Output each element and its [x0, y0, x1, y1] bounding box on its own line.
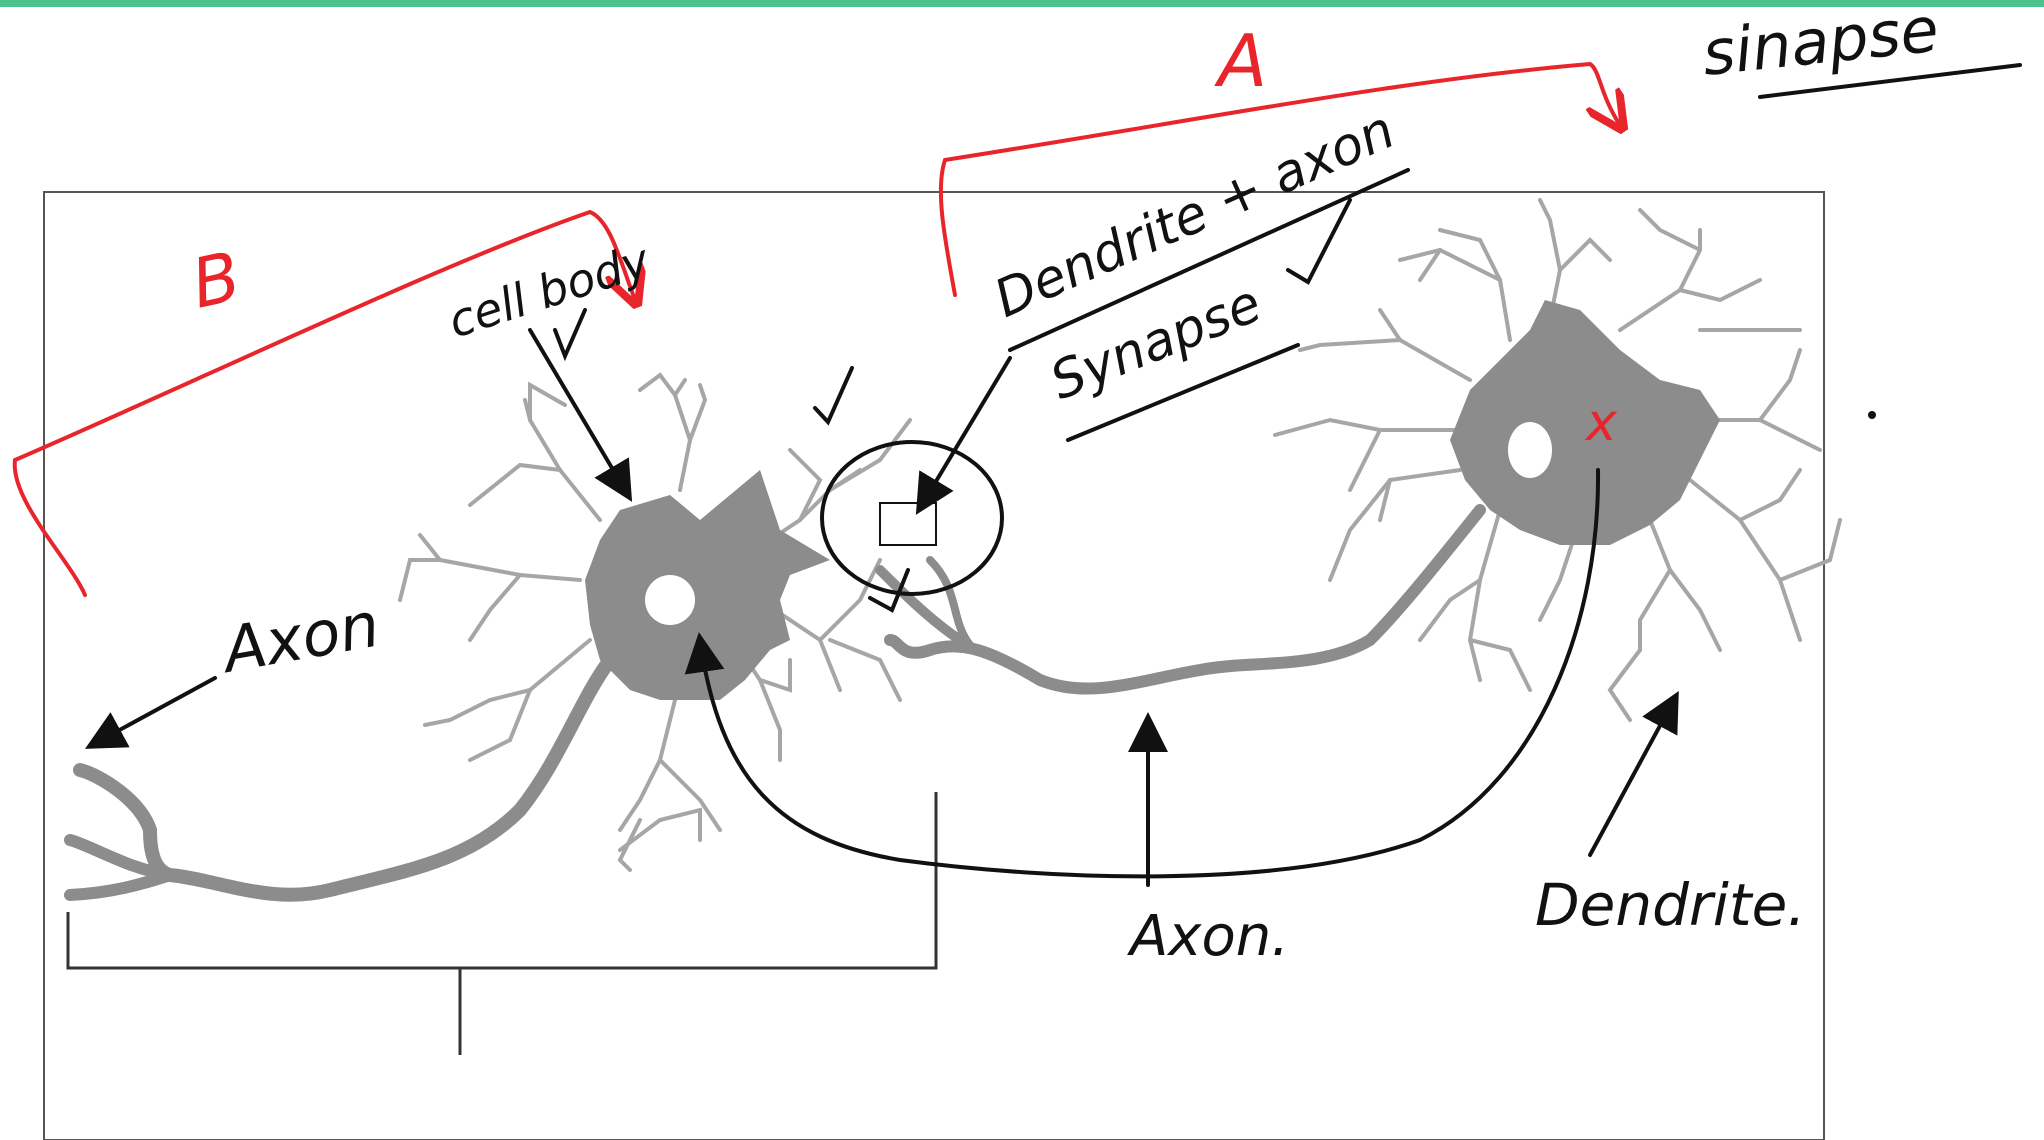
synapse-circle: [820, 440, 1004, 596]
label-b: B: [185, 238, 247, 325]
left-neuron-nucleus: [645, 575, 695, 625]
sinapse-underline: [1758, 63, 2022, 99]
bracket-b: [12, 209, 635, 597]
black-annotations: [84, 63, 2022, 887]
check-mark-2: [868, 568, 910, 613]
dendrite-axon-underline: [1008, 168, 1410, 352]
right-neuron-axon: [884, 504, 1486, 695]
red-annotations: [12, 61, 1620, 597]
left-neuron-axon: [73, 653, 617, 902]
synapse-box: [879, 502, 937, 546]
label-axon-right: Axon.: [1127, 904, 1289, 969]
top-accent-bar: [0, 0, 2044, 7]
check-mark-3: [1286, 198, 1352, 285]
bracket: [66, 792, 938, 1055]
label-a: A: [1214, 19, 1267, 103]
cell-body-check: [553, 308, 587, 362]
dendrite-right-arrow: [1588, 690, 1679, 857]
title-sinapse: sinapse: [1699, 0, 1942, 90]
right-neuron-soma: [1450, 300, 1720, 545]
label-cell-body: cell body: [442, 233, 657, 349]
check-mark-1: [813, 366, 854, 426]
label-mark-x: x: [1584, 393, 1618, 453]
stray-dot: [1868, 411, 1876, 419]
right-neuron-nucleus: [1508, 422, 1552, 478]
left-neuron-soma: [585, 470, 830, 700]
cell-body-arrow: [528, 328, 633, 502]
synapse-underline: [1066, 343, 1300, 442]
figure-frame: [43, 191, 1825, 1140]
axon-left-arrow: [84, 676, 217, 749]
right-neuron: [875, 198, 1842, 722]
label-dendrite-right: Dendrite.: [1535, 871, 1806, 939]
curved-arrow: [684, 468, 1601, 879]
left-neuron: [64, 372, 912, 902]
synapse-label-arrow: [915, 356, 1012, 515]
label-axon-left: Axon: [214, 588, 385, 688]
bracket-a: [938, 61, 1620, 297]
